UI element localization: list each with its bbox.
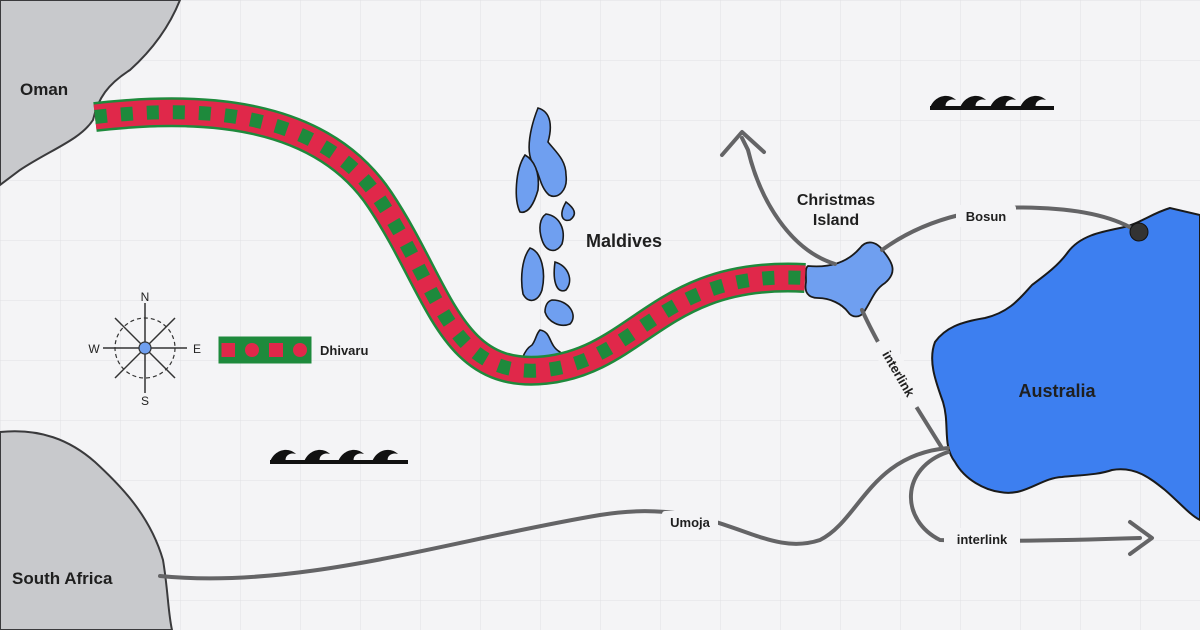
interlink-south-label: interlink	[944, 528, 1020, 550]
legend: Dhivaru	[218, 336, 368, 364]
australia-landmass	[931, 206, 1200, 522]
legend-swatch	[218, 336, 312, 364]
landing-point	[1129, 222, 1149, 242]
compass-s: S	[141, 394, 149, 408]
legend-label: Dhivaru	[320, 343, 368, 358]
cable-bosun	[880, 205, 1140, 252]
compass-n: N	[141, 290, 150, 304]
wave-icon	[270, 449, 408, 464]
compass-rose-icon: N S E W	[88, 290, 201, 408]
compass-w: W	[88, 342, 100, 356]
australia-label: Australia	[1018, 381, 1096, 401]
svg-text:Bosun: Bosun	[966, 209, 1007, 224]
maldives-label: Maldives	[586, 231, 662, 251]
arrow-icon	[720, 130, 766, 157]
arrow-icon	[1128, 520, 1154, 556]
oman-landmass	[0, 0, 182, 187]
compass-e: E	[193, 342, 201, 356]
south-africa-label: South Africa	[12, 569, 113, 588]
christmas-island-label: Island	[813, 212, 859, 229]
cable-interlink-south	[908, 450, 1142, 543]
south-africa-landmass	[0, 430, 174, 630]
cable-christmas-north	[740, 136, 837, 266]
svg-text:Umoja: Umoja	[670, 515, 711, 530]
christmas-island-label: Christmas	[797, 192, 875, 209]
wave-icon	[930, 95, 1054, 110]
svg-text:interlink: interlink	[957, 532, 1008, 547]
dhivaru-cable	[93, 97, 806, 386]
oman-label: Oman	[20, 80, 68, 99]
umoja-label: Umoja	[662, 511, 718, 533]
bosun-label: Bosun	[956, 205, 1016, 227]
